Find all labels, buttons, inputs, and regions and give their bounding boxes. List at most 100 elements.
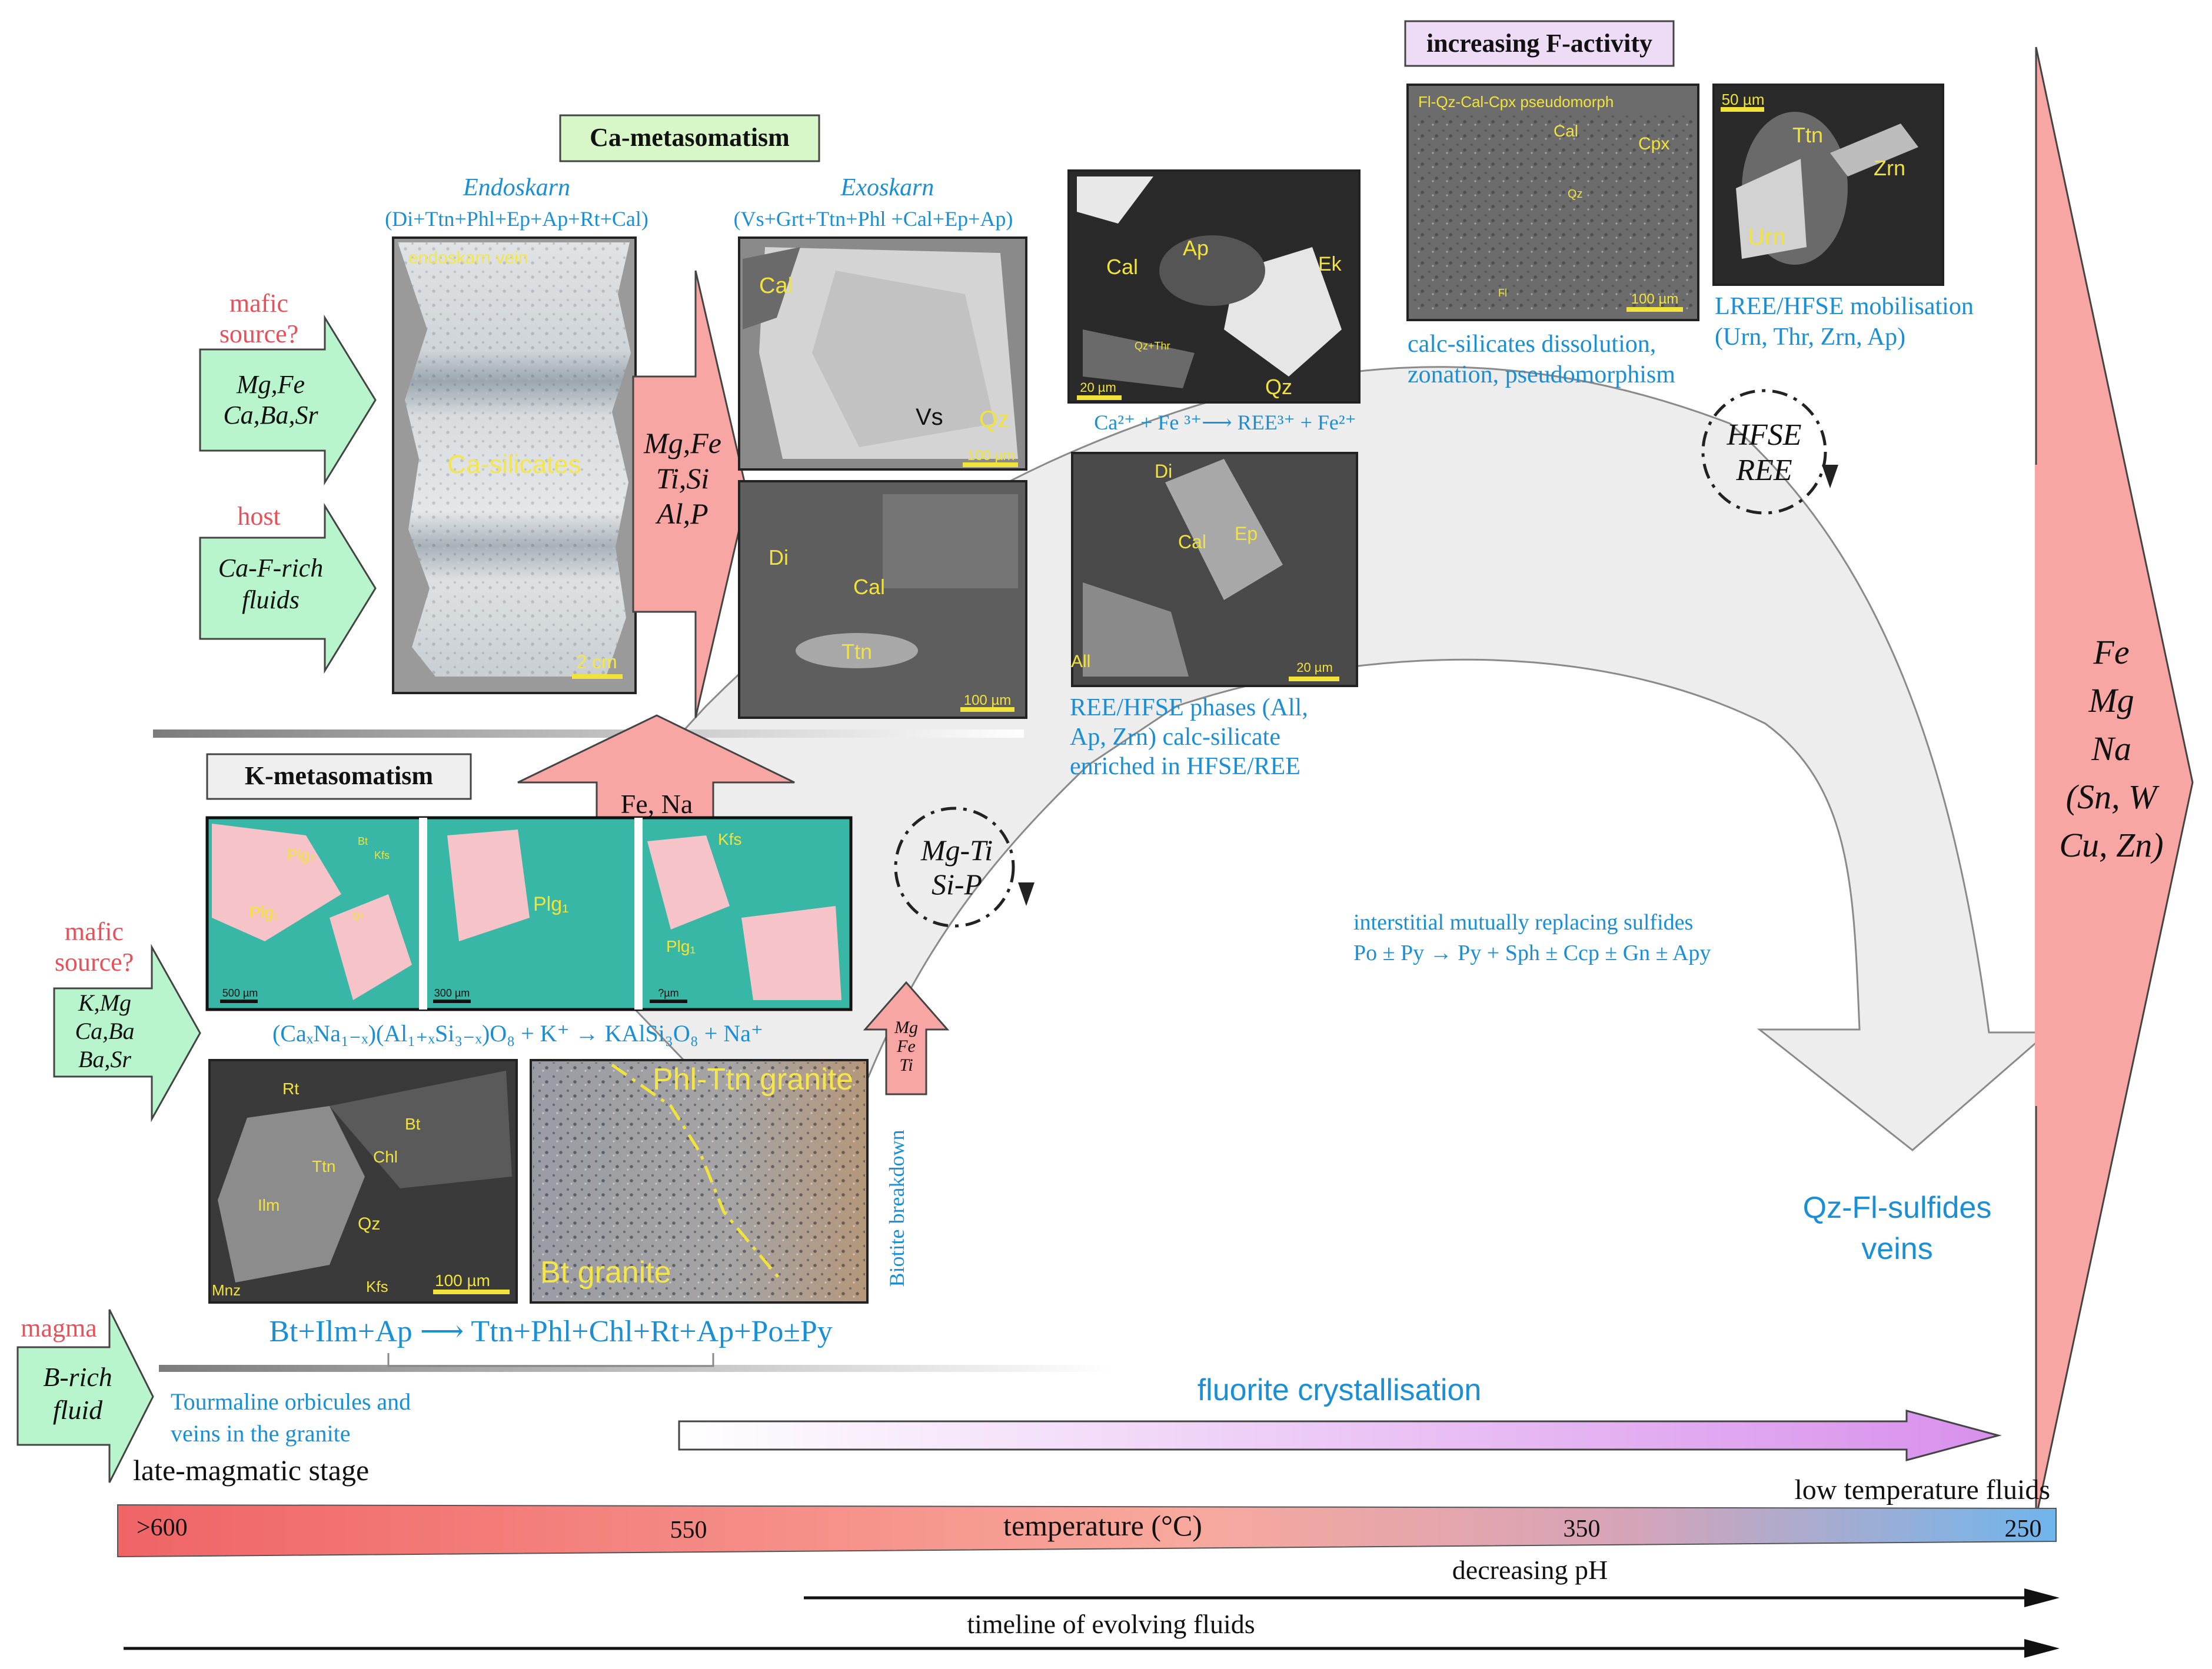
text-line: calc-silicates dissolution, xyxy=(1408,331,1656,358)
svg-text:Plg₁: Plg₁ xyxy=(533,893,569,915)
text-line: K,Mg xyxy=(78,990,131,1016)
text-line: (Sn, W xyxy=(2066,778,2160,816)
text-line: LREE/HFSE mobilisation xyxy=(1715,293,1974,320)
svg-text:100 µm: 100 µm xyxy=(435,1271,490,1290)
svg-text:Kfs: Kfs xyxy=(374,850,390,861)
text-line: source? xyxy=(55,948,134,977)
svg-text:Qz: Qz xyxy=(979,407,1009,432)
fluorite-arrow xyxy=(678,1410,2002,1461)
text-line: mafic xyxy=(65,917,124,946)
text-line: Qz-Fl-sulfides xyxy=(1803,1191,1992,1225)
text-line: Na xyxy=(2091,729,2131,768)
svg-text:20 µm: 20 µm xyxy=(1080,380,1116,395)
text-line: REE/HFSE phases (All, xyxy=(1070,694,1308,721)
svg-text:Vs: Vs xyxy=(916,404,943,430)
text-line: enriched in HFSE/REE xyxy=(1070,753,1300,780)
svg-text:Ca-silicates: Ca-silicates xyxy=(447,450,581,479)
f-image-1: Fl-Qz-Cal-Cpx pseudomorph Cal Cpx Qz Fl … xyxy=(1406,84,1699,321)
divider-upper xyxy=(153,729,1024,738)
svg-text:Ep: Ep xyxy=(1235,523,1258,544)
svg-text:Ilm: Ilm xyxy=(258,1196,280,1214)
svg-text:Cal: Cal xyxy=(1106,255,1138,279)
text-line: mafic xyxy=(229,289,288,318)
text-line: Si-P xyxy=(932,868,982,901)
svg-text:Fl-Qz-Cal-Cpx pseudomorph: Fl-Qz-Cal-Cpx pseudomorph xyxy=(1418,93,1614,111)
svg-text:endoskarn vein: endoskarn vein xyxy=(408,248,528,268)
tourmaline-text: Tourmaline orbicules and veins in the gra… xyxy=(171,1388,411,1447)
svg-text:temperature (°C): temperature (°C) xyxy=(1003,1509,1202,1542)
svg-text:300 µm: 300 µm xyxy=(434,987,470,999)
endoskarn-photo: endoskarn vein Ca-silicates 2 cm xyxy=(392,236,637,694)
svg-text:>600: >600 xyxy=(137,1514,188,1541)
svg-text:Zrn: Zrn xyxy=(1874,156,1905,180)
text-line: veins xyxy=(1861,1232,1932,1266)
svg-text:Di: Di xyxy=(1155,461,1172,482)
text-line: veins in the granite xyxy=(171,1420,350,1447)
svg-text:100 µm: 100 µm xyxy=(964,692,1012,708)
f-activity-box: increasing F-activity xyxy=(1404,20,1675,67)
timeline-label: timeline of evolving fluids xyxy=(967,1609,1255,1639)
ree-image-1: Cal Ap Ek Qz+Thr Qz 20 µm xyxy=(1067,169,1361,404)
veins-text: Qz-Fl-sulfides veins xyxy=(1803,1191,1992,1266)
svg-text:2 cm: 2 cm xyxy=(576,651,617,672)
svg-text:All: All xyxy=(1071,652,1090,671)
text-line: Al,P xyxy=(655,497,708,530)
svg-text:Ca-metasomatism: Ca-metasomatism xyxy=(590,123,790,152)
text-line: Ap, Zrn) calc-silicate xyxy=(1070,724,1280,751)
ph-arrow xyxy=(804,1588,2060,1607)
exoskarn-image-2: Di Cal Ttn 100 µm xyxy=(738,480,1027,719)
bt-reaction-bracket xyxy=(387,1353,714,1367)
svg-text:250: 250 xyxy=(2005,1515,2042,1543)
granite-photo: Phl-Ttn granite Bt granite xyxy=(530,1059,869,1304)
biotite-breakdown: Biotite breakdown xyxy=(885,1130,909,1287)
svg-text:Chl: Chl xyxy=(373,1148,398,1166)
svg-text:Cal: Cal xyxy=(853,575,885,599)
svg-text:350: 350 xyxy=(1564,1515,1601,1543)
svg-text:Ttn: Ttn xyxy=(841,639,872,664)
text-line: Mg xyxy=(2088,681,2134,719)
text-line: HFSE xyxy=(1726,418,1801,452)
bt-bse-image: Rt Bt Chl Ttn Ilm Qz Mnz Kfs 100 µm xyxy=(208,1059,518,1304)
text-line: fluids xyxy=(242,585,300,614)
text-line: Tourmaline orbicules and xyxy=(171,1388,411,1415)
svg-text:500 µm: 500 µm xyxy=(222,987,258,999)
svg-text:Kfs: Kfs xyxy=(718,830,741,848)
svg-text:50 µm: 50 µm xyxy=(1722,91,1765,108)
svg-text:Mnz: Mnz xyxy=(212,1281,241,1299)
text-line: Ba,Sr xyxy=(78,1046,131,1072)
svg-text:Cal: Cal xyxy=(1178,531,1206,552)
ca-metasomatism-box: Ca-metasomatism xyxy=(559,114,820,162)
svg-text:Plg₁: Plg₁ xyxy=(666,937,696,955)
temperature-bar: >600 550 temperature (°C) 350 250 xyxy=(117,1504,2057,1558)
text-line: Mg,Fe xyxy=(643,427,721,459)
late-magmatic-label: late-magmatic stage xyxy=(133,1454,369,1487)
k-feldspar-panels: Plg₂ Bt Kfs Plg₁ Qz Plg₁ Kfs Plg₁ 500 µm… xyxy=(205,816,853,1011)
svg-text:Cal: Cal xyxy=(759,274,793,298)
text-line: Mg,Fe xyxy=(236,370,305,399)
svg-text:Urn: Urn xyxy=(1748,224,1785,250)
text-line: zonation, pseudomorphism xyxy=(1408,361,1675,388)
text-line: B-rich xyxy=(43,1362,112,1392)
svg-text:host: host xyxy=(237,502,280,531)
ree-image-2: Di Cal Ep All 20 µm xyxy=(1071,452,1358,687)
low-temp-label: low temperature fluids xyxy=(1794,1474,2050,1505)
svg-text:?µm: ?µm xyxy=(658,987,678,999)
text-line: (Urn, Thr, Zrn, Ap) xyxy=(1715,324,1905,351)
svg-text:Qz+Thr: Qz+Thr xyxy=(1135,340,1170,352)
text-line: REE xyxy=(1735,454,1792,487)
exoskarn-formula: (Vs+Grt+Ttn+Phl +Cal+Ep+Ap) xyxy=(734,207,1013,231)
k-reaction: (CaₓNa₁₋ₓ)(Al₁₊ₓSi₃₋ₓ)O₈ + K⁺ → KAlSi₃O₈… xyxy=(272,1020,763,1047)
text-line: source? xyxy=(219,319,298,348)
